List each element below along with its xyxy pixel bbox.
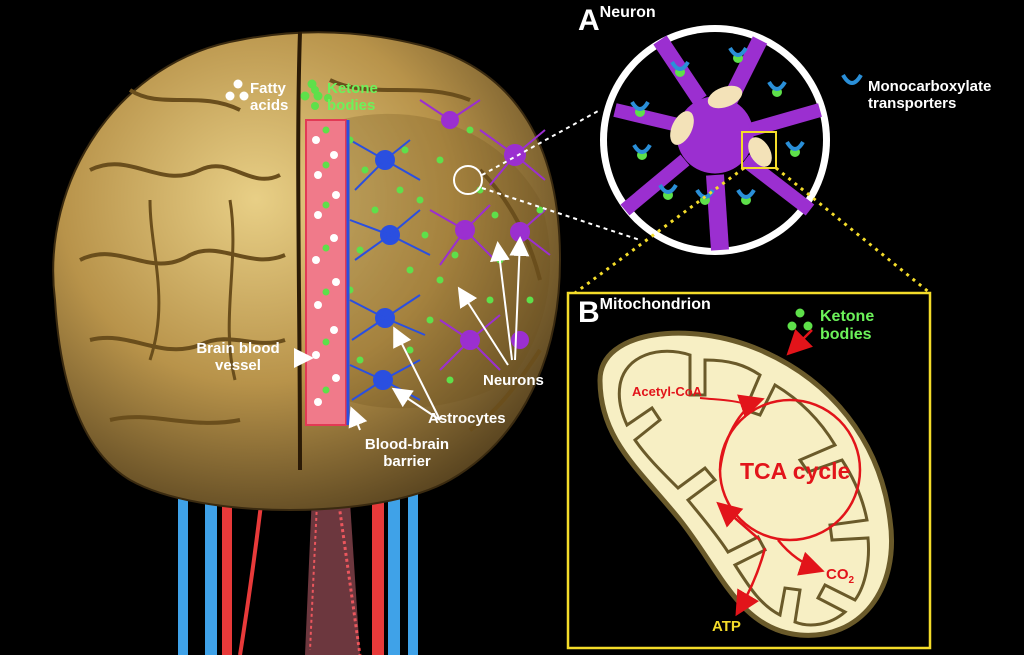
tca-cycle-label: TCA cycle xyxy=(740,458,851,484)
co2-main: CO xyxy=(826,566,849,583)
brain-blood-vessel-label: Brain blood vessel xyxy=(196,340,280,375)
co2-label: CO2 xyxy=(826,566,854,587)
neurons-label: Neurons xyxy=(483,372,544,389)
zoom-circle xyxy=(453,165,483,195)
panel-b-header: BMitochondrion xyxy=(578,296,711,330)
panel-a-header: ANeuron xyxy=(578,4,656,38)
panel-b-ketone-dots xyxy=(787,308,813,331)
atp-label: ATP xyxy=(712,618,741,635)
acetyl-coa-label: Acetyl-CoA xyxy=(632,384,703,399)
transporter-key-icon xyxy=(841,73,863,85)
panel-b-mitochondrion xyxy=(566,291,932,650)
panel-a-title: Neuron xyxy=(599,4,656,21)
panel-a-letter: A xyxy=(578,4,600,37)
panel-a-neuron xyxy=(600,25,830,255)
transporters-label: Monocarboxylate transporters xyxy=(868,78,992,113)
neurons xyxy=(419,99,551,371)
panel-b-letter: B xyxy=(578,296,600,329)
blood-brain-barrier-label: Blood-brain barrier xyxy=(364,436,450,471)
co2-subscript: 2 xyxy=(848,575,855,586)
fatty-acids-label: Fatty acids xyxy=(250,80,289,115)
panel-b-title: Mitochondrion xyxy=(599,296,711,313)
panel-b-ketone-label: Ketone bodies xyxy=(820,308,875,344)
blood-vessel xyxy=(305,119,350,426)
ketone-key-dots xyxy=(300,79,323,101)
astrocytes-label: Astrocytes xyxy=(428,410,506,427)
cell-region xyxy=(340,113,550,409)
ketone-bodies-label: Ketone bodies xyxy=(327,80,378,115)
astrocytes xyxy=(349,139,431,401)
fatty-acid-key-dots xyxy=(225,79,249,101)
